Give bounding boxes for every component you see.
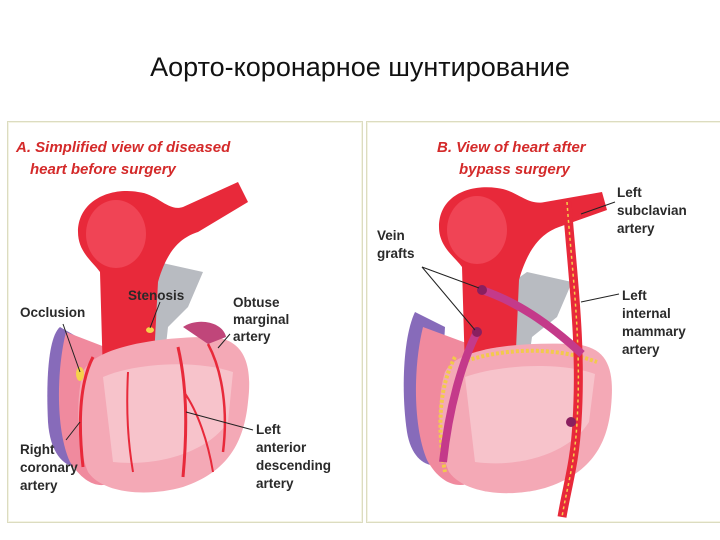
label-right-3: artery (20, 478, 58, 493)
panel-before-surgery: A. Simplified view of diseased heart bef… (7, 121, 363, 523)
right-coronary-artery (79, 356, 95, 468)
label-stenosis: Stenosis (128, 288, 184, 303)
label-lad-1: Left (256, 422, 281, 437)
occlusion-marker (76, 367, 84, 381)
internal-mammary-highlight (561, 201, 580, 518)
label-obtuse-2: marginal (233, 312, 289, 327)
obtuse-marginal (206, 343, 227, 453)
label-subclavian-2: subclavian (617, 203, 687, 218)
label-mammary-4: artery (622, 342, 660, 357)
label-obtuse-1: Obtuse (233, 295, 280, 310)
label-mammary-3: mammary (622, 324, 686, 339)
label-occlusion: Occlusion (20, 305, 85, 320)
label-vein-1: Vein (377, 228, 405, 243)
aorta-top (447, 196, 507, 264)
label-mammary-1: Left (622, 288, 647, 303)
vein-graft-1 (480, 286, 585, 357)
left-ventricle-highlight (465, 366, 595, 464)
aorta-top (86, 200, 146, 268)
vein-graft-2 (439, 330, 481, 463)
label-right-2: coronary (20, 460, 78, 475)
caption-b-line2: bypass surgery (459, 161, 571, 178)
label-lad-2: anterior (256, 440, 307, 455)
label-mammary-2: internal (622, 306, 671, 321)
caption-a-line2: heart before surgery (30, 161, 177, 178)
label-subclavian-1: Left (617, 185, 642, 200)
panel-after-surgery: B. View of heart after bypass surgery (366, 121, 720, 523)
label-subclavian-3: artery (617, 221, 655, 236)
caption-b-line1: B. View of heart after (437, 139, 587, 156)
lad-branch (183, 391, 214, 473)
heart-after-illustration: B. View of heart after bypass surgery (377, 139, 687, 518)
label-right-1: Right (20, 442, 55, 457)
label-obtuse-3: artery (233, 329, 271, 344)
label-vein-2: grafts (377, 246, 415, 261)
right-coronary-artery (438, 356, 457, 473)
stenosis-marker (146, 327, 154, 333)
heart-before-illustration: A. Simplified view of diseased heart bef… (15, 139, 331, 493)
graft-anastomosis-1 (477, 285, 487, 295)
left-ventricle-highlight (103, 364, 233, 463)
label-lad-4: artery (256, 476, 294, 491)
lad-artery (176, 346, 188, 478)
slide-title: Аорто-коронарное шунтирование (150, 52, 570, 82)
label-lad-3: descending (256, 458, 331, 473)
mammary-anastomosis (566, 417, 576, 427)
caption-a-line1: A. Simplified view of diseased (15, 139, 231, 156)
left-atrium (183, 321, 226, 344)
diagonal-branch (126, 371, 134, 473)
circumflex-outline (461, 348, 598, 364)
